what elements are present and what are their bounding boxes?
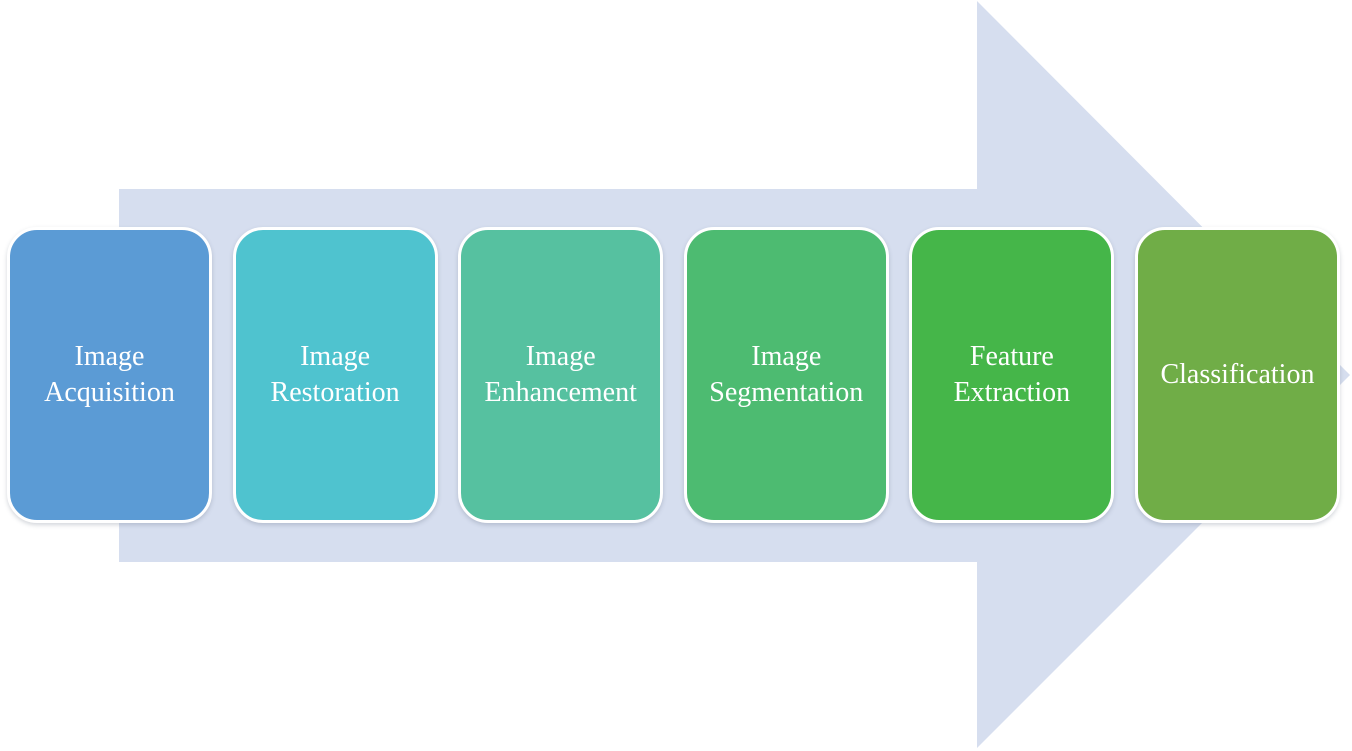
stage-label-classification: Classification: [1160, 359, 1315, 391]
stage-label-image-restoration: Image Restoration: [270, 341, 400, 408]
stage-box-image-enhancement: Image Enhancement: [458, 227, 664, 523]
stage-box-image-acquisition: Image Acquisition: [7, 227, 212, 523]
stage-label-feature-extraction: Feature Extraction: [953, 341, 1071, 408]
stage-label-image-enhancement: Image Enhancement: [484, 341, 637, 408]
stage-box-image-segmentation: Image Segmentation: [683, 227, 889, 523]
stage-box-classification: Classification: [1134, 227, 1340, 523]
stage-box-feature-extraction: Feature Extraction: [909, 227, 1115, 523]
stage-box-image-restoration: Image Restoration: [232, 227, 438, 523]
stage-label-image-segmentation: Image Segmentation: [709, 341, 864, 408]
stage-row: Image Acquisition Image Restoration Imag…: [7, 227, 1340, 523]
stage-label-image-acquisition: Image Acquisition: [44, 341, 175, 408]
